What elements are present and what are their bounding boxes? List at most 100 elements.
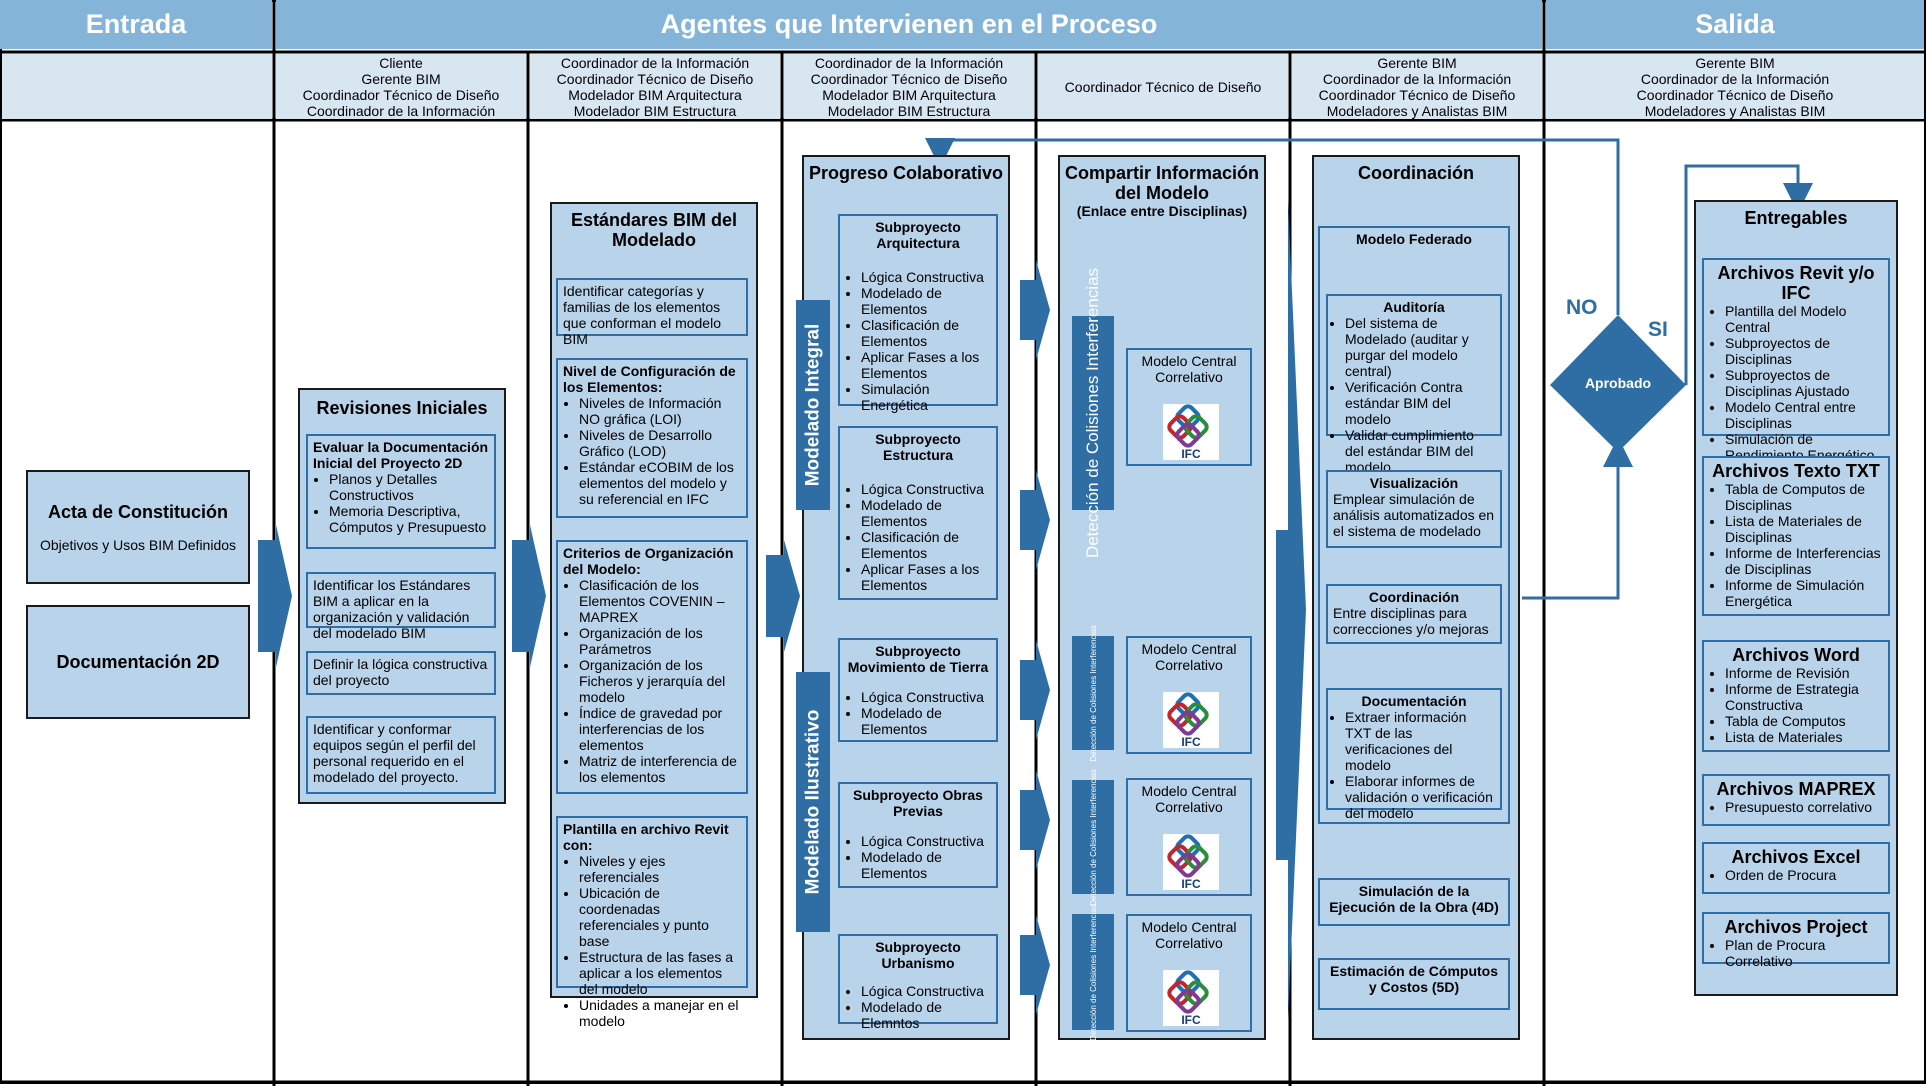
list-item: Lista de Materiales de Disciplinas [1725, 513, 1883, 545]
list-item: Lógica Constructiva [861, 689, 991, 705]
acta-box: Acta de Constitución Objetivos y Usos BI… [26, 470, 250, 584]
list-item: Tabla de Computos de Disciplinas [1725, 481, 1883, 513]
list-item: Estructura de las fases a aplicar a los … [579, 949, 741, 997]
sub-title: Subproyecto Estructura [875, 431, 961, 463]
agent-label: Coordinador Técnico de Diseño [302, 86, 500, 103]
deteccion-text: Detección de Colisiones Interferencias [1088, 768, 1098, 906]
estandares-nivel-config: Nivel de Configuración de los Elementos:… [556, 358, 748, 518]
coordinacion-title: Coordinación [1358, 163, 1474, 183]
agent-label: Coordinador de la Información [306, 102, 496, 119]
list-item: Clasificación de Elementos [861, 317, 991, 349]
list-item: Elaborar informes de validación o verifi… [1345, 773, 1495, 821]
compartir-subtitle: (Enlace entre Disciplinas) [1076, 203, 1248, 219]
documentacion-title: Documentación [1361, 693, 1467, 709]
estandares-criterios: Criterios de Organización del Modelo: Cl… [556, 540, 748, 794]
auditoria-box: Auditoría Del sistema de Modelado (audit… [1326, 294, 1502, 475]
modelado-ilustrativo-text: Modelado Ilustrativo [802, 709, 823, 895]
list-item: Del sistema de Modelado (auditar y purga… [1345, 315, 1495, 379]
list-item: Niveles de Desarrollo Gráfico (LOD) [579, 427, 741, 459]
list-item: Lógica Constructiva [861, 833, 991, 849]
agent-label: Coordinador de la Información [1640, 70, 1830, 87]
list-item: Modelado de Elementos [861, 497, 991, 529]
list-item: Lógica Constructiva [861, 269, 991, 285]
list-item: Orden de Procura [1725, 867, 1883, 883]
modelado-integral-text: Modelado Integral [802, 323, 824, 487]
ifc-label: IFC [1181, 877, 1201, 891]
agent-label: Modelador BIM Arquitectura [822, 86, 996, 103]
revisiones-estandares: Identificar los Estándares BIM a aplicar… [306, 572, 496, 641]
revisiones-logica: Definir la lógica constructiva del proye… [306, 651, 496, 695]
visualizacion-box: Visualización Emplear simulación de anál… [1326, 470, 1502, 548]
sub-urbanismo: Subproyecto Urbanismo Lógica Constructiv… [838, 934, 998, 1031]
coordinacion-sub-title: Coordinación [1368, 589, 1460, 605]
revisiones-title: Revisiones Iniciales [316, 398, 488, 418]
visualizacion-text: Emplear simulación de análisis automatiz… [1333, 491, 1495, 539]
deteccion-label-4: Detección de Colisiones Interferencias [1072, 904, 1114, 1040]
modelo-central-1: Modelo Central Correlativo IFC [1126, 348, 1252, 466]
modelo-central-label: Modelo Central Correlativo [1141, 641, 1237, 673]
list-item: Simulación Energética [861, 381, 991, 413]
agent-label: Modeladores y Analistas BIM [1644, 102, 1826, 119]
estandares-b3-title: Criterios de Organización del Modelo: [563, 545, 734, 577]
modelo-central-label: Modelo Central Correlativo [1141, 919, 1237, 951]
deteccion-text: Detección de Colisiones Interferencias [1083, 267, 1103, 559]
modelo-central-3: Modelo Central Correlativo IFC [1126, 778, 1252, 896]
modelado-integral-label: Modelado Integral [796, 300, 830, 510]
list-item: Lista de Materiales [1725, 729, 1883, 745]
list-item: Presupuesto correlativo [1725, 799, 1883, 815]
simulacion-4d: Simulación de la Ejecución de la Obra (4… [1318, 878, 1510, 926]
modelo-central-label: Modelo Central Correlativo [1141, 353, 1237, 385]
auditoria-title: Auditoría [1383, 299, 1445, 315]
list-item: Planos y Detalles Constructivos [329, 471, 489, 503]
agent-label: Coordinador de la Información [1322, 70, 1512, 87]
modelado-ilustrativo-label: Modelado Ilustrativo [796, 672, 830, 932]
deteccion-label-2: Detección de Colisiones Interferencias [1072, 625, 1114, 761]
decision-no: NO [1566, 296, 1598, 319]
list-item: Niveles y ejes referenciales [579, 853, 741, 885]
ifc-icon: IFC [1163, 970, 1219, 1027]
revisiones-equipos: Identificar y conformar equipos según el… [306, 716, 496, 794]
list-item: Aplicar Fases a los Elementos [861, 561, 991, 593]
deteccion-label-1: Detección de Colisiones Interferencias [1072, 268, 1114, 558]
sub-title: Subproyecto Movimiento de Tierra [847, 643, 989, 675]
agent-label: Modeladores y Analistas BIM [1326, 102, 1508, 119]
doc2d-box: Documentación 2D [26, 605, 250, 719]
agent-label: Modelador BIM Estructura [573, 102, 737, 119]
agent-label: Coordinador de la Información [814, 54, 1004, 71]
ifc-label: IFC [1181, 735, 1201, 749]
sub-title: Subproyecto Urbanismo [875, 939, 961, 971]
progreso-title: Progreso Colaborativo [808, 163, 1004, 183]
doc2d-title: Documentación 2D [56, 651, 220, 672]
agent-label: Coordinador Técnico de Diseño [556, 70, 754, 87]
ifc-icon: IFC [1163, 404, 1219, 461]
list-item: Estándar eCOBIM de los elementos del mod… [579, 459, 741, 507]
sub-arquitectura: Subproyecto Arquitectura Lógica Construc… [838, 214, 998, 413]
agent-label: Gerente BIM [1377, 54, 1457, 71]
coordinacion-sub-text: Entre disciplinas para correcciones y/o … [1333, 605, 1489, 637]
agent-label: Coordinador Técnico de Diseño [1064, 78, 1262, 95]
agents-row-entrada [2, 54, 272, 119]
list-item: Memoria Descriptiva, Cómputos y Presupue… [329, 503, 489, 535]
entregable-project: Archivos Project Plan de Procura Correla… [1702, 912, 1890, 969]
estandares-plantilla: Plantilla en archivo Revit con: Niveles … [556, 816, 748, 1029]
list-item: Plantilla del Modelo Central [1725, 303, 1883, 335]
entregable-title: Archivos Excel [1731, 847, 1861, 867]
documentacion-box: Documentación Extraer información TXT de… [1326, 688, 1502, 821]
sub-obras-previas: Subproyecto Obras Previas Lógica Constru… [838, 782, 998, 888]
sub-title: Subproyecto Obras Previas [853, 787, 983, 819]
ifc-label: IFC [1181, 1013, 1201, 1027]
modelo-central-4: Modelo Central Correlativo IFC [1126, 914, 1252, 1032]
list-item: Lógica Constructiva [861, 983, 991, 999]
agent-label: Modelador BIM Estructura [827, 102, 991, 119]
compartir-title: Compartir Información del Modelo [1064, 163, 1260, 203]
list-item: Subproyectos de Disciplinas [1725, 335, 1883, 367]
agent-label: Coordinador de la Información [560, 54, 750, 71]
deteccion-label-3: Detección de Colisiones Interferencias [1072, 769, 1114, 905]
deteccion-text: Detección de Colisiones Interferencias [1088, 903, 1098, 1041]
entregable-title: Archivos Revit y/o IFC [1717, 263, 1875, 303]
